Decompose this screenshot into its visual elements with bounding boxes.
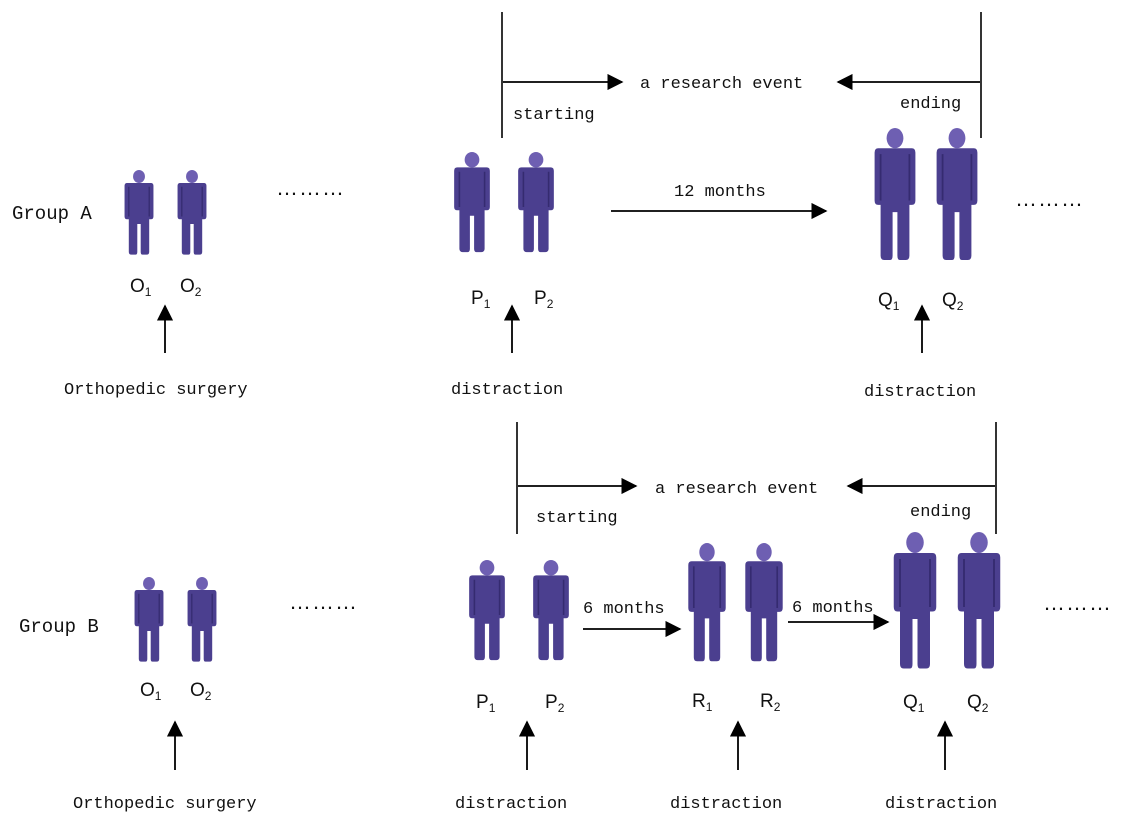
group-a-interval-label: 12 months [674,183,766,202]
person-icon [186,576,218,663]
person-icon [176,169,208,256]
person-label: Q1 [878,290,900,313]
person-label: Q1 [903,692,925,715]
person-icon [935,126,979,262]
person-label: Q2 [967,692,989,715]
person-label: O1 [140,680,162,703]
group-a-event-distraction: distraction [864,383,976,402]
ellipsis: ……… [276,175,345,200]
person-icon [892,530,938,670]
person-label: Q2 [942,290,964,313]
person-icon [956,530,1002,670]
person-icon [133,576,165,663]
group-b-event-distraction: distraction [670,795,782,814]
person-icon [873,126,917,262]
person-icon [517,151,555,253]
group-b-event-distraction: distraction [455,795,567,814]
group-b-people-r: R1 R2 [687,542,784,714]
person-label: P2 [545,692,565,715]
group-b-label: Group B [19,616,99,638]
person-label: O2 [190,680,212,703]
ellipsis: ……… [289,589,358,614]
person-icon [123,169,155,256]
group-b-research-event: a research event starting ending [516,422,997,534]
person-label: O1 [130,276,152,299]
group-a-event-text: a research event [640,75,803,94]
person-icon [532,559,570,661]
group-b-people-q: Q1 Q2 [892,530,1002,715]
group-a-people-o: O1 O2 [123,169,208,299]
group-b-people-p: P1 P2 [468,559,570,715]
group-a-people-p: P1 P2 [453,151,555,311]
person-icon [744,542,784,663]
ellipsis: ……… [1043,590,1112,615]
person-icon [468,559,506,661]
group-b-interval-label: 6 months [583,600,665,619]
group-b-interval-label: 6 months [792,599,874,618]
group-a-label: Group A [12,203,92,225]
group-a-starting-label: starting [513,106,595,125]
group-a: Group A a research event starting ending… [12,12,1084,402]
person-label: R2 [760,691,781,714]
group-b-event-text: a research event [655,480,818,499]
group-b-ending-label: ending [910,503,971,522]
person-icon [687,542,727,663]
ellipsis: ……… [1015,186,1084,211]
group-b-event-distraction: distraction [885,795,997,814]
person-label: P1 [471,288,491,311]
person-label: O2 [180,276,202,299]
group-b-event-surgery: Orthopedic surgery [73,795,257,814]
person-label: P2 [534,288,554,311]
group-a-people-q: Q1 Q2 [873,126,979,313]
group-a-event-distraction: distraction [451,381,563,400]
group-a-research-event: a research event starting ending [501,12,982,138]
group-b: Group B a research event starting ending… [19,422,1112,814]
group-b-people-o: O1 O2 [133,576,218,703]
person-label: R1 [692,691,713,714]
group-a-event-surgery: Orthopedic surgery [64,381,248,400]
group-b-starting-label: starting [536,509,618,528]
person-label: P1 [476,692,496,715]
group-a-ending-label: ending [900,95,961,114]
person-icon [453,151,491,253]
